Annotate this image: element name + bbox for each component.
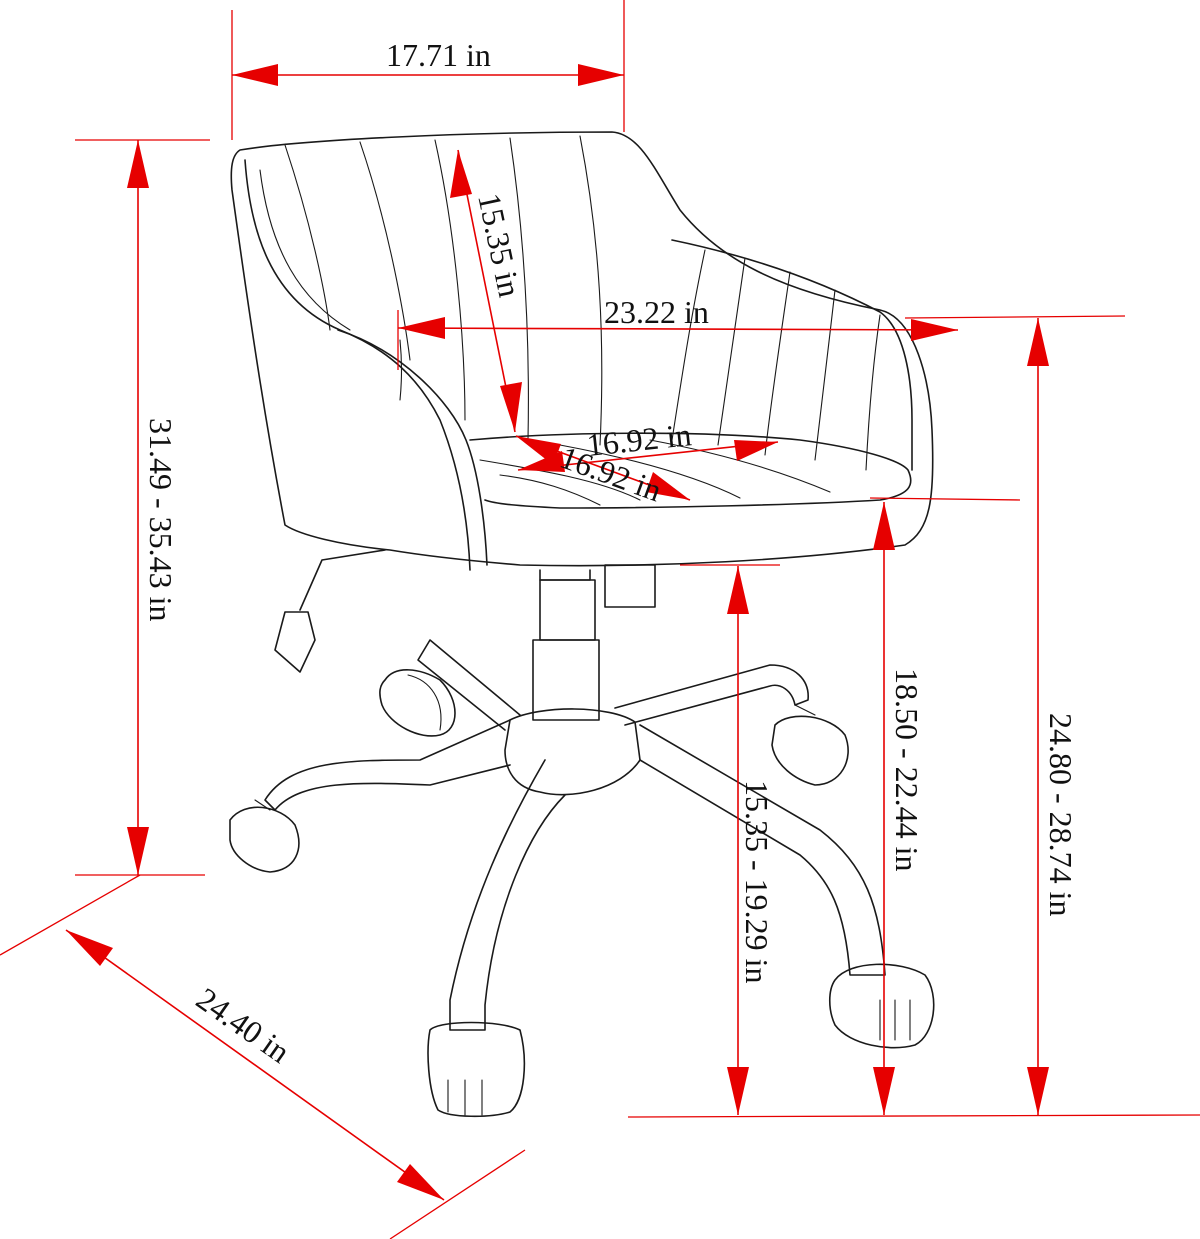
chair-backrest-outline	[230, 131, 934, 567]
chair-casters	[229, 669, 935, 1118]
dim-line-base-depth	[65, 929, 445, 1201]
label-seat-bottom-height: 15.35 - 19.29 in	[739, 780, 775, 984]
chair-gas-lift	[532, 564, 656, 721]
chair-arm-front	[337, 329, 488, 566]
label-overall-height: 31.49 - 35.43 in	[143, 418, 179, 622]
label-seat-height: 18.50 - 22.44 in	[889, 668, 925, 872]
chair-lever	[274, 549, 386, 673]
dim-line-arm-width	[397, 327, 959, 331]
chair-seat-cushion	[469, 432, 912, 509]
dimension-labels: 17.71 in 15.35 in 23.22 in 16.92 in 16.9…	[143, 37, 1079, 1070]
label-overall-width: 17.71 in	[386, 37, 491, 73]
chair-base	[264, 639, 886, 1031]
label-arm-height: 24.80 - 28.74 in	[1043, 713, 1079, 917]
chair-arm-right	[671, 239, 913, 471]
label-arm-width: 23.22 in	[604, 294, 709, 330]
chair-drawing	[229, 131, 935, 1118]
label-back-height: 15.35 in	[471, 190, 528, 300]
chair-stitching	[284, 135, 881, 471]
chair-backrest-inner	[244, 159, 471, 571]
